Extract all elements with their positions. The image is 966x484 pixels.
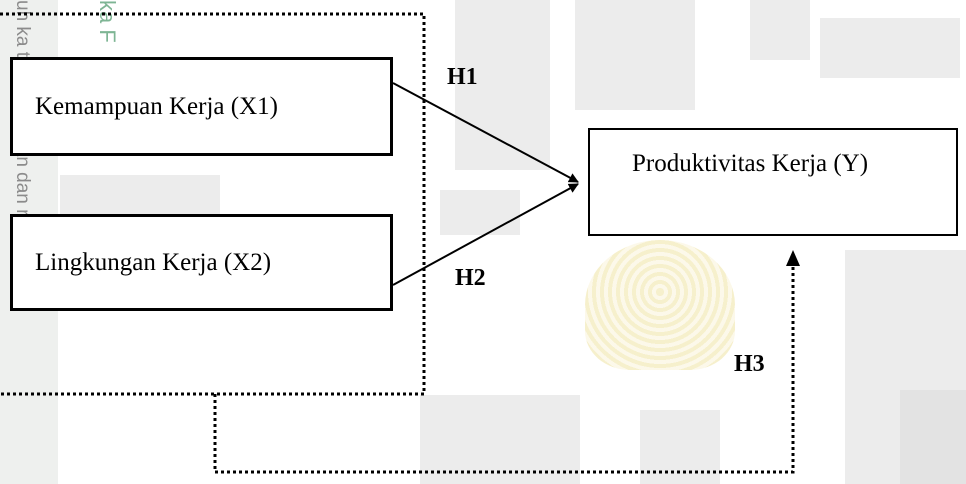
watermark-block xyxy=(60,175,220,215)
node-kemampuan-kerja: Kemampuan Kerja (X1) xyxy=(10,57,393,156)
watermark-seal xyxy=(585,240,735,370)
h1-arrow xyxy=(392,82,579,183)
watermark-block xyxy=(750,0,810,60)
hypothesis-h1-label: H1 xyxy=(447,64,478,90)
node-produktivitas-kerja: Produktivitas Kerja (Y) xyxy=(588,128,958,236)
watermark-block xyxy=(420,395,580,484)
watermark-block xyxy=(820,18,960,78)
watermark-block xyxy=(440,190,520,235)
h3-arrowhead xyxy=(786,250,800,266)
node-lingkungan-kerja: Lingkungan Kerja (X2) xyxy=(10,214,393,311)
hypothesis-h2-label: H2 xyxy=(455,265,486,291)
watermark-block xyxy=(575,0,695,110)
h3-dotted-path xyxy=(213,262,795,474)
node-x1-label: Kemampuan Kerja (X1) xyxy=(35,92,278,120)
dotted-group-frame xyxy=(0,12,426,396)
hypothesis-h3-label: H3 xyxy=(734,351,765,377)
watermark-green-text: ka F xyxy=(95,0,120,43)
node-y-label: Produktivitas Kerja (Y) xyxy=(632,150,869,177)
node-x2-label: Lingkungan Kerja (X2) xyxy=(35,248,272,276)
watermark-block xyxy=(900,390,966,484)
h2-arrow xyxy=(392,183,579,286)
